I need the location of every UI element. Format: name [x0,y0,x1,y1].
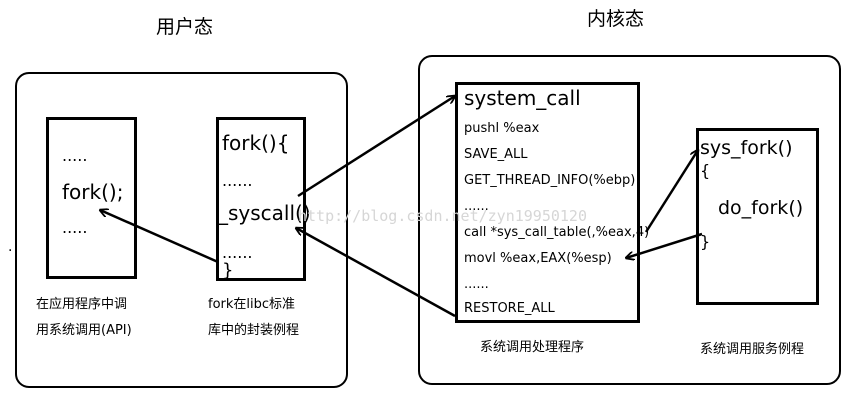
libc-line-close-brace: } [222,260,234,281]
handler-line-6: movl %eax,EAX(%esp) [464,251,612,266]
application-code-box [46,117,137,279]
libc-caption-line-1: fork在libc标准 [208,297,296,312]
libc-line-fork-def: fork(){ [222,131,290,155]
arrow-call-to-sys-fork [644,150,698,233]
user-mode-region [15,72,348,388]
app-line-fork-call: fork(); [62,180,124,204]
handler-title: system_call [464,86,581,110]
libc-line-syscall: _syscall() [218,201,311,225]
system-call-handler-box [455,82,640,323]
service-routine-box [696,128,819,305]
handler-line-4: ...... [464,199,489,214]
handler-line-5: call *sys_call_table(,%eax,4) [464,225,650,240]
handler-line-8: RESTORE_ALL [464,301,555,316]
kernel-mode-region [418,55,841,385]
libc-caption-line-2: 库中的封装例程 [208,323,300,338]
service-line-do-fork: do_fork() [718,197,804,219]
service-line-sys-fork: sys_fork() [700,137,793,159]
app-caption-line-2: 用系统调用(API) [36,323,132,338]
arrow-libc-to-app [100,210,219,264]
arrow-sys-fork-return [626,232,703,258]
stray-dot: . [8,239,13,255]
user-mode-title: 用户态 [156,16,214,38]
app-line-3: ..... [62,218,88,237]
kernel-mode-title: 内核态 [587,8,645,30]
handler-caption: 系统调用处理程序 [480,340,585,355]
handler-line-3: GET_THREAD_INFO(%ebp) [464,173,636,188]
libc-line-2: ...... [222,171,253,190]
handler-line-7: ...... [464,277,489,292]
app-caption-line-1: 在应用程序中调 [36,297,128,312]
app-line-1: ..... [62,146,88,165]
arrow-restore-to-syscall [296,228,456,318]
handler-line-2: SAVE_ALL [464,147,528,162]
service-line-open-brace: { [700,161,711,180]
libc-wrapper-box [216,117,306,281]
service-line-close-brace: } [700,232,711,251]
libc-line-4: ...... [222,243,253,262]
watermark: http://blog.csdn.net/zyn19950120 [298,207,587,225]
handler-line-1: pushl %eax [464,121,540,136]
arrow-syscall-to-system-call [297,96,455,198]
service-caption: 系统调用服务例程 [700,342,805,357]
